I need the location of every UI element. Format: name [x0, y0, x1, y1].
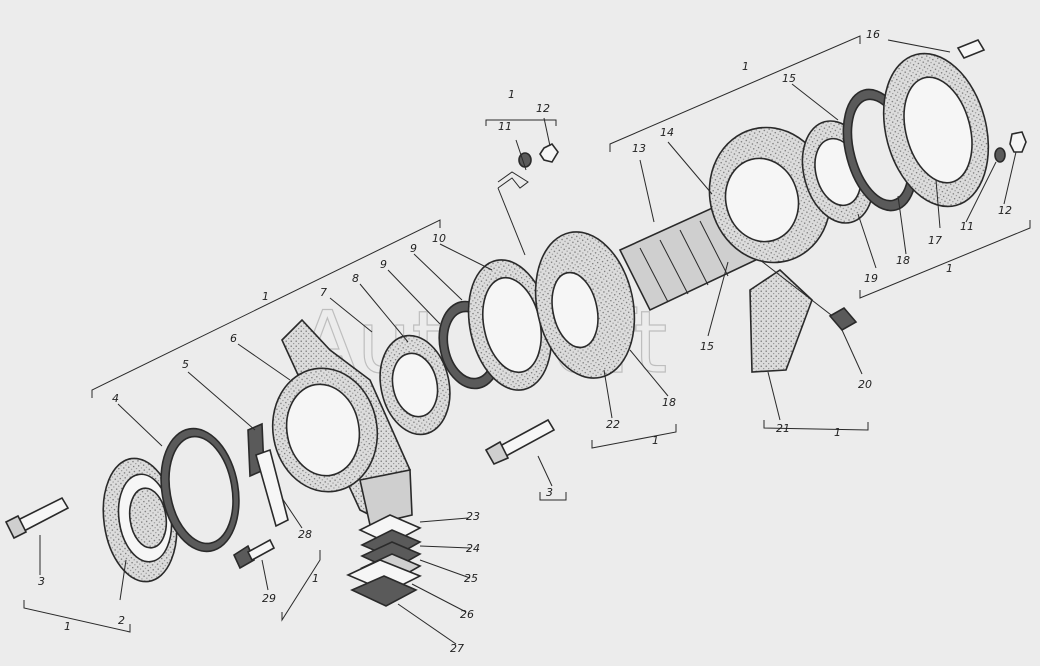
callout-labels: 1 1 1 1 1 1 1 1 2 3 3 4 5 6 7 8 9 9 10 1… [38, 28, 1012, 655]
label-12-a: 12 [536, 102, 550, 115]
label-7: 7 [320, 286, 327, 299]
label-23: 23 [466, 510, 480, 523]
label-1-h: 1 [834, 426, 841, 439]
label-29: 29 [262, 592, 276, 605]
hub-22 [534, 231, 636, 379]
label-25: 25 [464, 572, 478, 585]
label-11-b: 11 [960, 220, 974, 233]
label-1-f: 1 [508, 88, 515, 101]
label-1-d: 1 [312, 572, 319, 585]
label-14: 14 [660, 126, 674, 139]
flange-10 [467, 259, 553, 391]
bearing-housing [271, 318, 413, 526]
label-15-b: 15 [700, 340, 714, 353]
label-1-e: 1 [946, 262, 953, 275]
bolt-left [4, 496, 70, 540]
roller-bearing-8 [379, 334, 451, 436]
label-20: 20 [858, 378, 872, 391]
label-5: 5 [182, 358, 189, 371]
gasket-4 [160, 427, 240, 553]
label-1-b: 1 [742, 60, 749, 73]
label-6: 6 [230, 332, 237, 345]
shim-stack [346, 514, 422, 607]
label-9: 9 [380, 258, 387, 271]
bolt-center [484, 418, 556, 466]
lever-bracket [708, 126, 832, 373]
label-9b: 9 [410, 242, 417, 255]
grease-nipple-20 [759, 259, 858, 332]
bolt-16 [956, 39, 986, 59]
leader-lines [23, 35, 1031, 645]
label-21: 21 [776, 422, 790, 435]
label-18-a: 18 [896, 254, 910, 267]
end-cover-17 [882, 52, 990, 208]
label-16: 16 [866, 28, 880, 41]
lock-plate [247, 422, 289, 528]
label-3-b: 3 [546, 486, 553, 499]
label-27: 27 [450, 642, 464, 655]
label-1-c: 1 [64, 620, 71, 633]
label-18-b: 18 [662, 396, 676, 409]
label-15-a: 15 [782, 72, 796, 85]
washer-11-right [994, 147, 1006, 163]
nut-12-right [1009, 131, 1027, 153]
label-13: 13 [632, 142, 646, 155]
label-17: 17 [928, 234, 942, 247]
label-10: 10 [432, 232, 446, 245]
label-2-a: 2 [118, 614, 125, 627]
nut-12-upper [539, 142, 559, 163]
label-19: 19 [864, 272, 878, 285]
label-24: 24 [466, 542, 480, 555]
label-26: 26 [460, 608, 474, 621]
end-cover [102, 457, 178, 583]
bolt-29 [232, 538, 276, 570]
label-11-a: 11 [498, 120, 512, 133]
label-8: 8 [352, 272, 359, 285]
label-4: 4 [112, 392, 119, 405]
label-1-a: 1 [262, 290, 269, 303]
label-3-a: 3 [38, 575, 45, 588]
label-1-g: 1 [652, 434, 659, 447]
label-22: 22 [606, 418, 620, 431]
label-28: 28 [298, 528, 312, 541]
label-12-b: 12 [998, 204, 1012, 217]
